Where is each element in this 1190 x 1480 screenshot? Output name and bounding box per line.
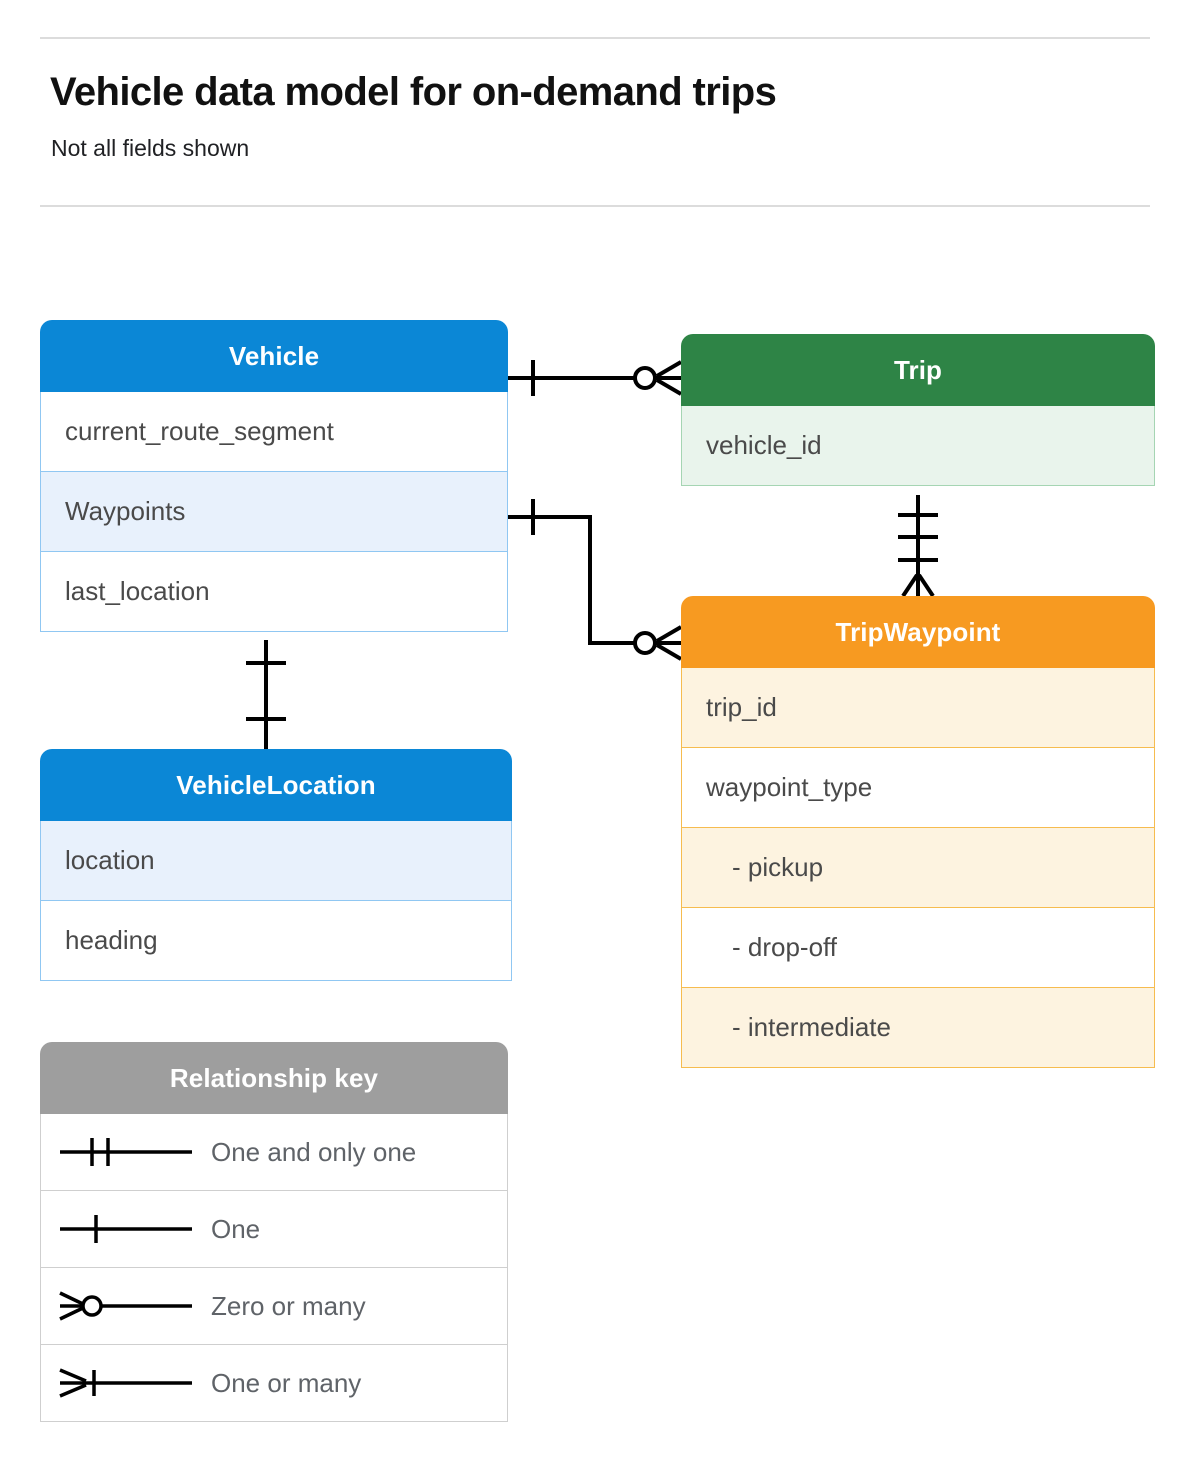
legend-label-one-and-only-one: One and only one — [211, 1136, 417, 1167]
entity-trip[interactable]: Trip vehicle_id — [681, 334, 1155, 486]
field-trip-id[interactable]: trip_id — [681, 668, 1155, 748]
entity-trip-title: Trip — [681, 334, 1155, 406]
entity-tripwaypoint[interactable]: TripWaypoint trip_id waypoint_type - pic… — [681, 596, 1155, 1068]
page-title: Vehicle data model for on-demand trips — [50, 70, 777, 114]
page-subtitle: Not all fields shown — [51, 135, 250, 161]
legend-row-one: One — [40, 1191, 508, 1268]
field-waypoint-type-pickup[interactable]: - pickup — [681, 828, 1155, 908]
connector-waypoints-tripwaypoint — [508, 515, 681, 645]
crow-trip-tw-c — [917, 573, 935, 598]
entity-tripwaypoint-title: TripWaypoint — [681, 596, 1155, 668]
field-vehicle-id[interactable]: vehicle_id — [681, 406, 1155, 486]
crow-trip-tw-b — [901, 573, 919, 598]
entity-vehiclelocation-title: VehicleLocation — [40, 749, 512, 821]
crow-waypoints-b — [655, 625, 683, 643]
crow-waypoints-c — [655, 643, 683, 661]
crow-vehicle-trip-b — [655, 360, 683, 378]
legend-row-one-and-only-one: One and only one — [40, 1114, 508, 1191]
field-location[interactable]: location — [40, 821, 512, 901]
field-waypoint-type-intermediate[interactable]: - intermediate — [681, 988, 1155, 1068]
field-waypoint-type[interactable]: waypoint_type — [681, 748, 1155, 828]
one-or-many-icon — [41, 1363, 211, 1403]
field-waypoint-type-dropoff[interactable]: - drop-off — [681, 908, 1155, 988]
bottom-divider — [40, 205, 1150, 207]
entity-vehicle-title: Vehicle — [40, 320, 508, 392]
legend-row-one-or-many: One or many — [40, 1345, 508, 1422]
field-heading[interactable]: heading — [40, 901, 512, 981]
one-icon — [41, 1209, 211, 1249]
crow-vehicle-trip-c — [655, 378, 683, 396]
field-current-route-segment[interactable]: current_route_segment — [40, 392, 508, 472]
field-waypoints[interactable]: Waypoints — [40, 472, 508, 552]
entity-vehiclelocation[interactable]: VehicleLocation location heading — [40, 749, 512, 981]
circle-zero-vehicle-trip — [633, 366, 657, 390]
zero-or-many-icon — [41, 1286, 211, 1326]
legend-label-one-or-many: One or many — [211, 1367, 362, 1398]
one-and-only-one-icon — [41, 1132, 211, 1172]
relationship-key-legend: Relationship key One and only one One — [40, 1042, 508, 1422]
top-divider — [40, 37, 1150, 39]
circle-zero-waypoints — [633, 631, 657, 655]
legend-label-zero-or-many: Zero or many — [211, 1290, 366, 1321]
legend-label-one: One — [211, 1213, 261, 1244]
field-last-location[interactable]: last_location — [40, 552, 508, 632]
legend-title: Relationship key — [40, 1042, 508, 1114]
legend-row-zero-or-many: Zero or many — [40, 1268, 508, 1345]
entity-vehicle[interactable]: Vehicle current_route_segment Waypoints … — [40, 320, 508, 632]
